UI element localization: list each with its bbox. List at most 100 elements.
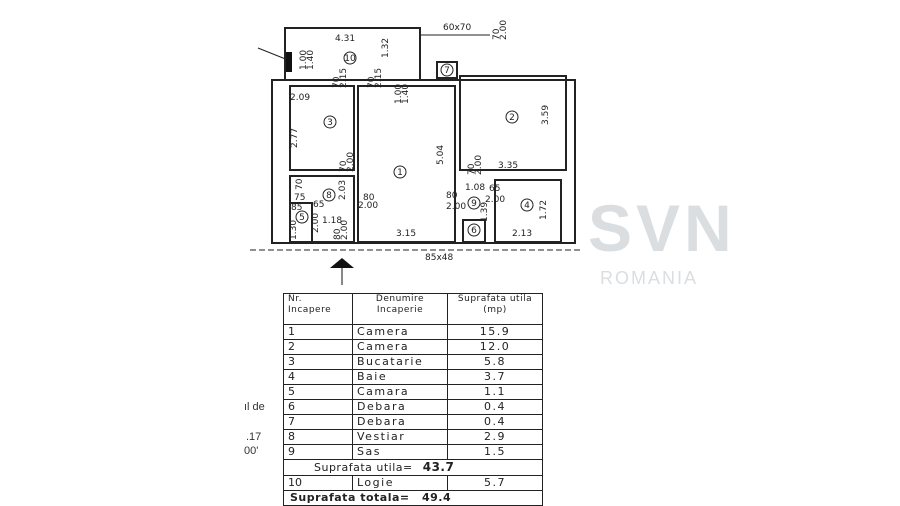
room-number-circle	[520, 198, 534, 212]
room-area: 15.9	[447, 324, 543, 340]
clipped-text: .17	[246, 431, 262, 443]
dimension-label: 85x48	[425, 253, 454, 263]
room-number-circle	[322, 188, 336, 202]
watermark-brand: SVN	[588, 191, 736, 265]
subtotal-row: Suprafata utila= 43.7	[283, 459, 543, 476]
room-2-outline	[459, 75, 567, 171]
room-nr: 9	[283, 444, 353, 460]
dimension-label: 80	[446, 191, 458, 201]
dimension-label: 2.77	[290, 128, 300, 148]
room-6-outline	[462, 219, 486, 243]
room-area: 5.7	[447, 475, 543, 491]
dimension-label: 1.00	[394, 84, 404, 104]
dimension-label: 70	[367, 76, 377, 88]
room-number: 6	[471, 226, 477, 236]
dimension-label: 2.00	[311, 213, 321, 233]
dimension-label: 80	[333, 228, 343, 240]
header-nr: Nr. Incapere	[283, 293, 353, 325]
room-3-outline	[289, 85, 355, 171]
dimension-label: 65	[313, 200, 324, 210]
dimension-label: 75	[294, 193, 305, 203]
room-name: Vestiar	[352, 429, 448, 445]
dimension-label: 1.40	[306, 50, 316, 70]
dimension-label: 1.18	[322, 216, 342, 226]
dimension-label: 1.32	[381, 38, 391, 58]
room-area: 3.7	[447, 369, 543, 385]
total-label: Suprafata totala=	[290, 491, 410, 504]
room-nr: 1	[283, 324, 353, 340]
room-area: 0.4	[447, 399, 543, 415]
room-number-circle	[343, 51, 357, 65]
room-number-circle	[295, 210, 309, 224]
subtotal-label: Suprafata utila=	[314, 461, 413, 474]
dimension-label: 5.04	[436, 145, 446, 165]
dimension-label: 85	[291, 203, 302, 213]
dimension-label: 1.40	[401, 84, 411, 104]
room-5-outline	[289, 202, 313, 243]
table-header: Nr. Incapere Denumire Incaperie Suprafat…	[283, 293, 543, 325]
clipped-text: 00'	[244, 445, 259, 457]
room-number: 9	[471, 199, 477, 209]
entrance-arrow-icon	[330, 258, 354, 268]
dimension-label: 2.00	[485, 195, 505, 205]
room-area-table: Nr. Incapere Denumire Incaperie Suprafat…	[283, 293, 543, 506]
dimension-label: 65	[489, 184, 500, 194]
wall-column	[286, 52, 292, 72]
dimension-label: 2.00	[474, 155, 484, 175]
dimension-label: 1.30	[289, 220, 299, 240]
dimension-label: 2.00	[446, 202, 466, 212]
dimension-label: 60x70	[443, 23, 472, 33]
room-number: 2	[509, 113, 515, 123]
dimension-label: 3.59	[541, 105, 551, 125]
dimension-label: 70	[332, 76, 342, 88]
dimension-label: 2.15	[374, 68, 384, 88]
room-area: 1.1	[447, 384, 543, 400]
room-number: 7	[444, 66, 450, 76]
dimension-label: 70	[295, 178, 305, 190]
dimension-label: 2.09	[290, 93, 310, 103]
room-name: Sas	[352, 444, 448, 460]
room-area: 5.8	[447, 354, 543, 370]
room-number-circle	[323, 115, 337, 129]
room-name: Bucatarie	[352, 354, 448, 370]
dimension-label: 1.72	[539, 200, 549, 220]
subtotal-value: 43.7	[422, 460, 455, 474]
room-nr: 7	[283, 414, 353, 430]
dimension-label: 70	[339, 160, 349, 172]
room-7-outline	[436, 61, 458, 79]
total-value: 49.4	[421, 491, 452, 504]
watermark-country: ROMANIA	[600, 268, 699, 288]
header-name: Denumire Incaperie	[352, 293, 448, 325]
room-number-circle	[440, 63, 454, 77]
room-name: Debara	[352, 399, 448, 415]
dimension-label: 70	[492, 28, 502, 40]
room-nr: 4	[283, 369, 353, 385]
room-area: 1.5	[447, 444, 543, 460]
room-nr: 3	[283, 354, 353, 370]
room-nr: 8	[283, 429, 353, 445]
room-name: Debara	[352, 414, 448, 430]
dimension-label: 2.15	[339, 68, 349, 88]
room-number: 1	[397, 168, 403, 178]
room-name: Baie	[352, 369, 448, 385]
dimension-label: 3.35	[498, 161, 518, 171]
watermark-logo: SVN	[588, 190, 736, 266]
room-number: 5	[299, 213, 305, 223]
dimension-label: 2.03	[338, 180, 348, 200]
room-number: 3	[327, 118, 333, 128]
room-name: Camara	[352, 384, 448, 400]
room-number-circle	[467, 196, 481, 210]
room-number-circle	[467, 223, 481, 237]
dimension-label: 2.00	[346, 152, 356, 172]
room-number: 4	[524, 201, 530, 211]
dimension-label: 70	[467, 163, 477, 175]
total-row: Suprafata totala= 49.4	[283, 490, 543, 506]
table-row: 10 Logie 5.7	[283, 475, 543, 491]
